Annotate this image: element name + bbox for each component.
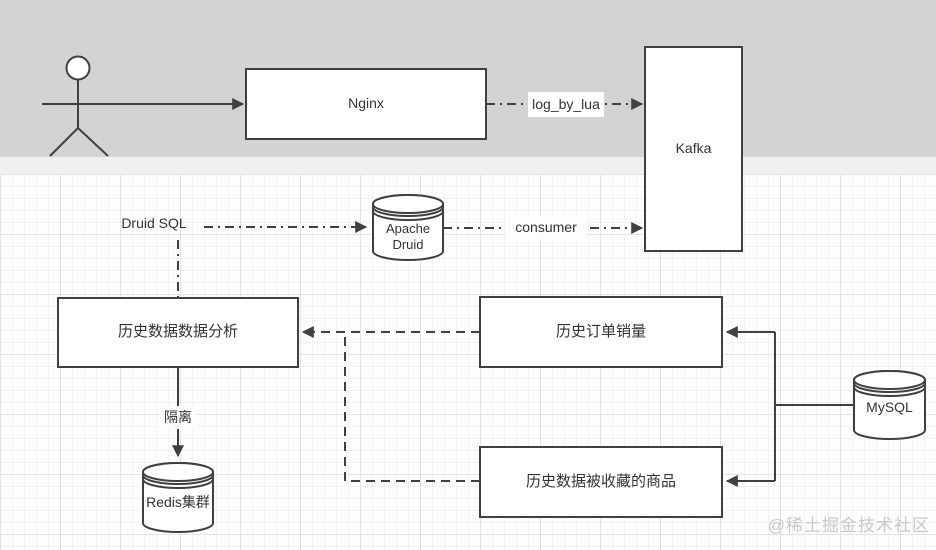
mysql-cylinder <box>854 371 925 439</box>
redis-label: Redis集群 <box>146 494 210 511</box>
nginx-label: Nginx <box>348 95 384 112</box>
hist-favorites-label: 历史数据被收藏的商品 <box>525 472 676 490</box>
kafka-node <box>645 47 742 251</box>
hist-orders-node <box>480 297 722 367</box>
actor-icon <box>50 57 108 157</box>
apache-druid-label: Apache Druid <box>373 214 443 260</box>
apache-druid-cylinder <box>373 195 443 260</box>
consumer-edge-label: consumer <box>506 216 586 239</box>
kafka-label: Kafka <box>675 140 712 157</box>
druid-sql-edge-label: Druid SQL <box>121 215 187 232</box>
nginx-node <box>246 69 486 139</box>
apache-druid-label-line2: Druid <box>392 237 424 252</box>
hist-analysis-node <box>58 298 298 367</box>
isolation-edge-label: 隔离 <box>159 406 197 429</box>
redis-cylinder <box>143 463 213 532</box>
hist-analysis-label: 历史数据数据分析 <box>117 323 238 341</box>
log-by-lua-edge-label: log_by_lua <box>528 92 604 117</box>
edge-favorites-analysis <box>345 333 480 481</box>
watermark: @稀土掘金技术社区 <box>767 515 930 535</box>
hist-orders-label: 历史订单销量 <box>555 322 646 340</box>
hist-favorites-node <box>480 447 722 517</box>
apache-druid-label-line1: Apache <box>385 220 431 236</box>
mysql-label: MySQL <box>866 399 913 416</box>
